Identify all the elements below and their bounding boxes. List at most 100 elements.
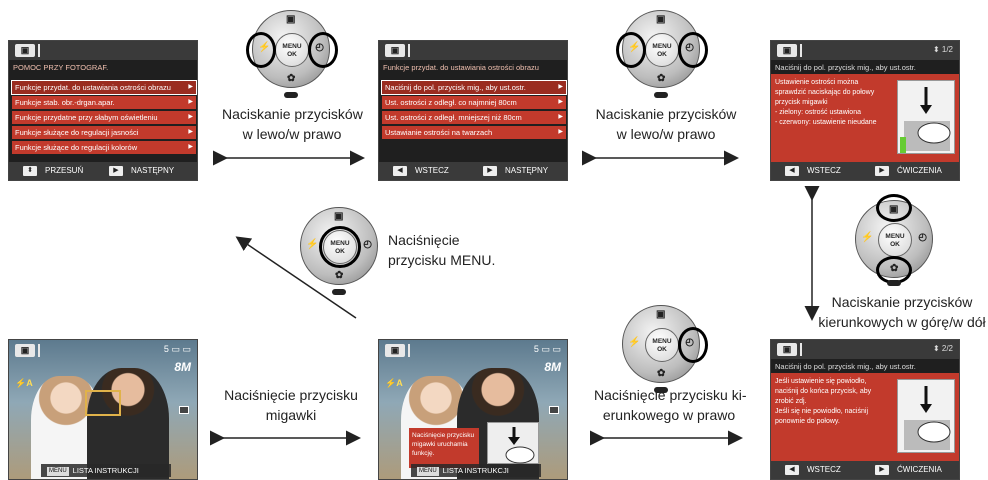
footer-back-label: WSTECZ — [807, 166, 841, 175]
play-pause-icon — [284, 92, 298, 98]
chevron-right-icon: ▶ — [188, 99, 193, 105]
shutter-press-illustration — [897, 80, 955, 154]
play-pause-icon — [654, 387, 668, 393]
screen-focus-help-page-1: ▣ ⬍ 1/2 Naciśnij do pol. przycisk mig., … — [770, 40, 960, 181]
highlight-left-button — [616, 32, 646, 68]
highlight-left-button — [246, 32, 276, 68]
play-right-icon: ▶ — [875, 166, 889, 176]
highlight-up-button — [876, 194, 912, 222]
screen-footer: ◀ WSTECZ ▶ NASTĘPNY — [379, 162, 567, 180]
menu-item[interactable]: Ust. ostrości z odległ. mniejszej niż 80… — [382, 111, 566, 124]
footer-practice-label: ĆWICZENIA — [897, 166, 942, 175]
camera-mode-icon: ▣ — [777, 44, 802, 57]
resolution-indicator: 8M — [174, 360, 191, 374]
screen-heading: Naciśnij do pol. przycisk mig., aby ust.… — [775, 362, 916, 371]
chevron-right-icon: ▶ — [558, 84, 563, 90]
chevron-right-icon: ▶ — [188, 144, 193, 150]
macro-icon: ✿ — [657, 73, 666, 84]
menu-item[interactable]: Ustawianie ostrości na twarzach▶ — [382, 126, 566, 139]
focus-frame — [85, 390, 121, 416]
caption-left-right-1: Naciskanie przycisków w lewo/w prawo — [222, 106, 363, 142]
footer-next-label: NASTĘPNY — [505, 166, 549, 175]
caption-left-right-2: Naciskanie przycisków w lewo/w prawo — [595, 106, 737, 142]
caption-up-down: Naciskanie przycisków kierunkowych w gór… — [818, 294, 986, 330]
help-text: Ustawienie ostrości można sprawdzić naci… — [775, 79, 877, 126]
camera-mode-icon: ▣ — [15, 44, 40, 57]
caption-shutter-press: Naciśnięcie przycisku migawki — [224, 387, 358, 423]
screen-focus-help-page-2: ▣ ⬍ 2/2 Naciśnij do pol. przycisk mig., … — [770, 339, 960, 480]
footer-next-label: NASTĘPNY — [131, 166, 175, 175]
display-icon: ▣ — [334, 211, 344, 222]
flash-auto-icon: ⚡A — [15, 378, 33, 388]
shutter-press-illustration — [487, 422, 539, 464]
screen-help-menu: ▣ POMOC PRZY FOTOGRAF. Funkcje przydat. … — [8, 40, 198, 181]
flash-icon: ⚡ — [628, 337, 641, 348]
camera-mode-icon: ▣ — [385, 344, 410, 357]
chevron-right-icon: ▶ — [188, 114, 193, 120]
menu-button-tag: MENU — [47, 467, 69, 476]
chevron-right-icon: ▶ — [558, 99, 563, 105]
self-timer-icon: ◴ — [918, 232, 927, 243]
flash-icon: ⚡ — [861, 232, 874, 243]
menu-item[interactable]: Funkcje służące do regulacji kolorów▶ — [12, 141, 196, 154]
camera-mode-icon: ▣ — [385, 44, 410, 57]
screen-footer: ◀ WSTECZ ▶ ĆWICZENIA — [771, 461, 959, 479]
help-panel: Jeśli ustawienie się powiodło, naciśnij … — [771, 373, 959, 463]
help-text: Jeśli ustawienie się powiodło, naciśnij … — [775, 378, 872, 425]
battery-icon: ▭ — [182, 344, 191, 354]
play-right-icon: ▶ — [109, 166, 123, 176]
guide-list-label: LISTA INSTRUKCJI — [442, 466, 509, 475]
menu-item[interactable]: Funkcje służące do regulacji jasności▶ — [12, 126, 196, 139]
updown-icon: ⬍ — [932, 45, 940, 54]
play-pause-icon — [887, 280, 901, 286]
shots-remaining: 5 — [533, 344, 539, 354]
chevron-right-icon: ▶ — [558, 129, 563, 135]
help-panel: Ustawienie ostrości można sprawdzić naci… — [771, 74, 959, 164]
play-pause-icon — [654, 92, 668, 98]
resolution-indicator: 8M — [544, 360, 561, 374]
macro-icon: ✿ — [335, 270, 344, 281]
display-icon: ▣ — [656, 14, 666, 25]
screen-footer: ⬍ PRZESUŃ ▶ NASTĘPNY — [9, 162, 197, 180]
screen-heading: Naciśnij do pol. przycisk mig., aby ust.… — [775, 63, 916, 72]
footer-practice-label: ĆWICZENIA — [897, 465, 942, 474]
page-indicator: 1/2 — [941, 45, 953, 54]
updown-icon: ⬍ — [932, 344, 940, 353]
menu-item[interactable]: Naciśnij do pol. przycisk mig., aby ust.… — [381, 80, 567, 95]
chevron-right-icon: ▶ — [558, 114, 563, 120]
menu-button-tag: MENU — [417, 467, 439, 476]
menu-item[interactable]: Funkcje stab. obr.-drgan.apar.▶ — [12, 96, 196, 109]
screen-shooting-mode-with-tip: ▣ 5 ▭ ▭ 8M ⚡A Naciśnięcie przycisku miga… — [378, 339, 568, 480]
display-icon: ▣ — [286, 14, 296, 25]
arrow-to-s1 — [235, 236, 357, 319]
screen-heading: Funkcje przydat. do ustawiania ostrości … — [383, 63, 539, 72]
menu-item[interactable]: Funkcje przydatne przy słabym oświetleni… — [12, 111, 196, 124]
shots-remaining: 5 — [163, 344, 169, 354]
macro-icon: ✿ — [287, 73, 296, 84]
caption-menu-press: Naciśnięcie przycisku MENU. — [388, 232, 496, 268]
menu-item[interactable]: Funkcje przydat. do ustawiania ostrości … — [11, 80, 197, 95]
footer-move-label: PRZESUŃ — [45, 166, 84, 175]
display-icon: ▣ — [656, 309, 666, 320]
play-right-icon: ▶ — [483, 166, 497, 176]
screen-footer: ◀ WSTECZ ▶ ĆWICZENIA — [771, 162, 959, 180]
memory-card-icon: ▭ — [171, 344, 180, 354]
menu-item[interactable]: Ust. ostrości z odległ. co najmniej 80cm… — [382, 96, 566, 109]
caption-right-press: Naciśnięcie przycisku ki- erunkowego w p… — [594, 387, 747, 423]
camera-mode-icon: ▣ — [777, 343, 802, 356]
page-indicator: 2/2 — [941, 344, 953, 353]
camera-mode-icon: ▣ — [15, 344, 40, 357]
chevron-right-icon: ▶ — [188, 129, 193, 135]
chevron-right-icon: ▶ — [188, 84, 193, 90]
groom-figure — [87, 368, 169, 479]
memory-card-icon: ▭ — [541, 344, 550, 354]
play-pause-icon — [332, 289, 346, 295]
shutter-tip-box: Naciśnięcie przycisku migawki uruchamia … — [409, 428, 479, 468]
